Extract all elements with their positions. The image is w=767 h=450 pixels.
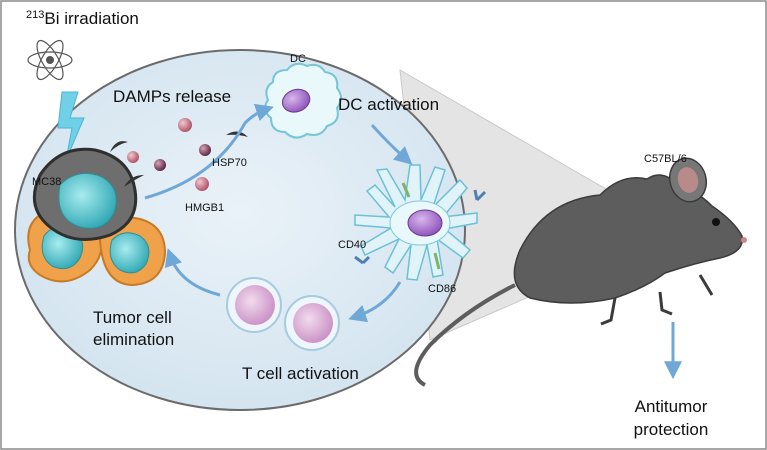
lightning-bolt-icon <box>57 91 85 161</box>
cd86-receptor <box>401 182 441 270</box>
hmgb1-sphere <box>195 177 209 191</box>
immature-dc <box>264 62 342 139</box>
hsp70-crescent <box>110 141 128 152</box>
cd40-label: CD40 <box>338 239 366 251</box>
hsp70-label: HSP70 <box>212 157 247 169</box>
arrow-dc-activation <box>370 123 413 165</box>
mature-dc <box>354 164 487 281</box>
antitumor-label-line1: Antitumor <box>635 397 708 416</box>
title-label: 213Bi irradiation <box>26 9 139 28</box>
hmgb1-sphere <box>127 151 139 163</box>
atom-icon <box>27 39 73 81</box>
cd86-label: CD86 <box>428 283 456 295</box>
damps-release-label: DAMPs release <box>113 87 231 106</box>
t-cells <box>226 277 340 351</box>
hsp70-crescent <box>124 175 144 187</box>
hmgb1-sphere <box>178 118 192 132</box>
t-cell-activation-label: T cell activation <box>242 364 359 383</box>
hsp70-sphere <box>154 159 166 171</box>
hsp70-sphere <box>199 144 211 156</box>
mc38-label: MC38 <box>32 176 61 188</box>
damps-particles <box>110 118 248 191</box>
tumor-cells <box>27 147 167 287</box>
mouse-tail <box>414 283 516 387</box>
mouse-icon <box>414 157 747 387</box>
tumor-elimination-label-line2: elimination <box>93 330 174 349</box>
cycle-arrows <box>144 103 413 323</box>
antitumor-label-line2: protection <box>634 420 709 439</box>
dc-label: DC <box>290 53 306 65</box>
arrow-dc-to-tcell <box>348 281 402 323</box>
dc-activation-label: DC activation <box>338 95 439 114</box>
hmgb1-label: HMGB1 <box>185 202 224 214</box>
arrow-tcell-to-tumor <box>164 248 221 297</box>
arrow-damps-to-dc <box>144 103 274 200</box>
cd40-receptor <box>354 189 487 265</box>
tumor-elimination-label-line1: Tumor cell <box>93 308 172 327</box>
mouse-strain-label: C57BL/6 <box>644 153 687 165</box>
